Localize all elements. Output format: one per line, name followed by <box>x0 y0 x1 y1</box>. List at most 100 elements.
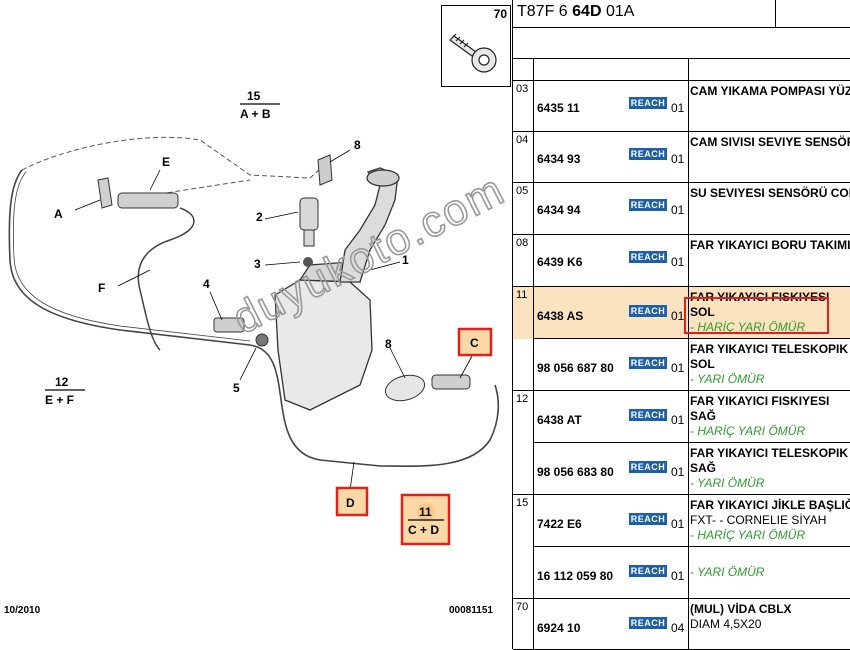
col-divider <box>533 443 534 494</box>
screw-icon <box>449 33 497 73</box>
part-qty: 01 <box>671 361 685 375</box>
col-divider <box>688 599 689 649</box>
group-number: 11 <box>516 289 528 301</box>
part-desc: SU SEVIYESI SENSÖRÜ COR <box>690 186 850 200</box>
part-note: - HARİÇ YARI ÖMÜR <box>690 424 806 438</box>
part-ref: 7422 E6 <box>537 517 582 531</box>
col-divider <box>688 235 689 286</box>
callout-8-top: 8 <box>354 138 361 152</box>
col-divider <box>688 81 689 131</box>
reach-badge[interactable]: REACH <box>629 513 667 525</box>
label-15: 15 <box>247 89 261 103</box>
part-note: - HARİÇ YARI ÖMÜR <box>690 528 806 542</box>
callout-2: 2 <box>256 210 263 224</box>
screw-callout: 70 <box>493 7 507 21</box>
part-qty: 01 <box>671 309 685 323</box>
col-divider <box>688 132 689 182</box>
col-divider <box>533 183 534 234</box>
table-header <box>512 28 850 80</box>
label-15-sub: A + B <box>240 107 271 121</box>
col-divider <box>533 339 534 390</box>
reach-badge[interactable]: REACH <box>629 461 667 473</box>
callout-e: E <box>162 155 170 169</box>
part-desc: FAR YIKAYICI BORU TAKIMI <box>690 238 850 252</box>
label-12: 12 <box>55 375 69 389</box>
part-note: - YARI ÖMÜR <box>690 372 765 386</box>
part-ref: 6924 10 <box>537 621 581 635</box>
dashed-cable <box>21 136 331 179</box>
callout-8-right: 8 <box>385 337 392 351</box>
code-suffix: 01A <box>601 3 635 20</box>
code-prefix: T87F 6 <box>517 3 573 20</box>
hose-loop-inner <box>12 171 251 342</box>
part-desc-line2: SOL <box>690 357 715 371</box>
pump <box>299 197 319 247</box>
part-desc: FAR YIKAYICI TELESKOPIK <box>690 446 849 460</box>
part-desc: FAR YIKAYICI TELESKOPIK <box>690 342 849 356</box>
callout-4: 4 <box>203 277 210 291</box>
reach-badge[interactable]: REACH <box>629 357 667 369</box>
sensor <box>213 317 269 347</box>
selected-part-highlight <box>684 297 829 334</box>
col-divider <box>533 81 534 131</box>
label-11: 11 <box>419 505 432 519</box>
reach-badge[interactable]: REACH <box>629 565 667 577</box>
diagram-date: 10/2010 <box>4 605 41 616</box>
group-number: 03 <box>516 83 529 95</box>
part-qty: 01 <box>671 255 685 269</box>
part-ref: 6435 11 <box>537 101 580 115</box>
part-desc: FAR YIKAYICI FISKIYESI <box>690 394 830 408</box>
col-divider <box>688 287 689 339</box>
col-divider <box>533 132 534 182</box>
code-bold: 64D <box>572 3 602 20</box>
part-qty: 01 <box>671 413 685 427</box>
callout-d-box <box>335 486 369 517</box>
part-note: - YARI ÖMÜR <box>690 476 765 490</box>
part-qty: 01 <box>671 517 685 531</box>
reach-badge[interactable]: REACH <box>629 617 667 629</box>
callout-d: D <box>346 496 355 510</box>
part-qty: 01 <box>671 569 685 583</box>
hose-f <box>137 207 195 351</box>
part-qty: 04 <box>671 621 685 635</box>
callout-1: 1 <box>402 253 409 267</box>
reach-badge[interactable]: REACH <box>629 199 667 211</box>
col-divider <box>533 547 534 598</box>
part-ref: 6434 94 <box>537 203 581 217</box>
part-qty: 01 <box>671 101 685 115</box>
part-desc: FAR YIKAYICI JİKLE BAŞLIĞ <box>690 498 850 512</box>
col-divider <box>688 443 689 494</box>
col-divider <box>688 183 689 234</box>
part-ref: 6439 K6 <box>537 255 583 269</box>
reach-badge[interactable]: REACH <box>629 251 667 263</box>
bracket-8 <box>317 154 333 186</box>
col-divider <box>688 391 689 443</box>
callout-c-box <box>457 327 493 357</box>
reach-badge[interactable]: REACH <box>629 409 667 421</box>
reach-badge[interactable]: REACH <box>629 148 667 160</box>
parts-diagram: 15 A + B 12 E + F 11 C + D 1 2 3 4 5 8 8… <box>8 89 500 546</box>
label-12-sub: E + F <box>45 393 74 407</box>
callout-3: 3 <box>254 257 261 271</box>
reach-badge[interactable]: REACH <box>629 305 667 317</box>
screw-thumbnail: 70 <box>441 5 511 87</box>
reach-badge[interactable]: REACH <box>629 97 667 109</box>
col-divider <box>533 495 534 547</box>
group-number: 70 <box>516 601 529 613</box>
title-separator <box>775 0 776 28</box>
col-divider <box>688 339 689 390</box>
part-desc-line2: SOL <box>690 305 715 319</box>
part-qty: 01 <box>671 203 685 217</box>
col-divider <box>688 495 689 547</box>
